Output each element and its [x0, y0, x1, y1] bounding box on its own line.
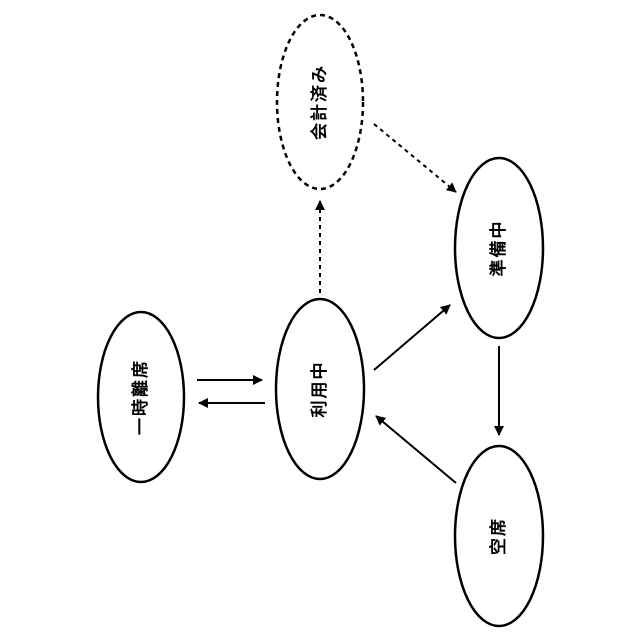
node-ichiji-riseki-label: 一時離席 [130, 359, 151, 435]
node-kaikei-zumi: 会計済み [277, 15, 363, 189]
node-kaikei-zumi-label: 会計済み [309, 64, 330, 140]
node-riyouchu-label: 利用中 [309, 361, 330, 418]
edge-riyouchu-to-junbichu [374, 305, 450, 370]
node-ichiji-riseki: 一時離席 [98, 312, 184, 482]
edge-kuuseki-to-riyouchu [376, 416, 456, 483]
node-kuuseki: 空席 [455, 446, 543, 626]
node-riyouchu: 利用中 [276, 299, 364, 479]
edge-kaikei-to-junbichu [374, 124, 456, 192]
node-junbichu: 準備中 [455, 158, 543, 338]
node-kuuseki-label: 空席 [488, 517, 509, 555]
node-junbichu-label: 準備中 [488, 220, 509, 277]
